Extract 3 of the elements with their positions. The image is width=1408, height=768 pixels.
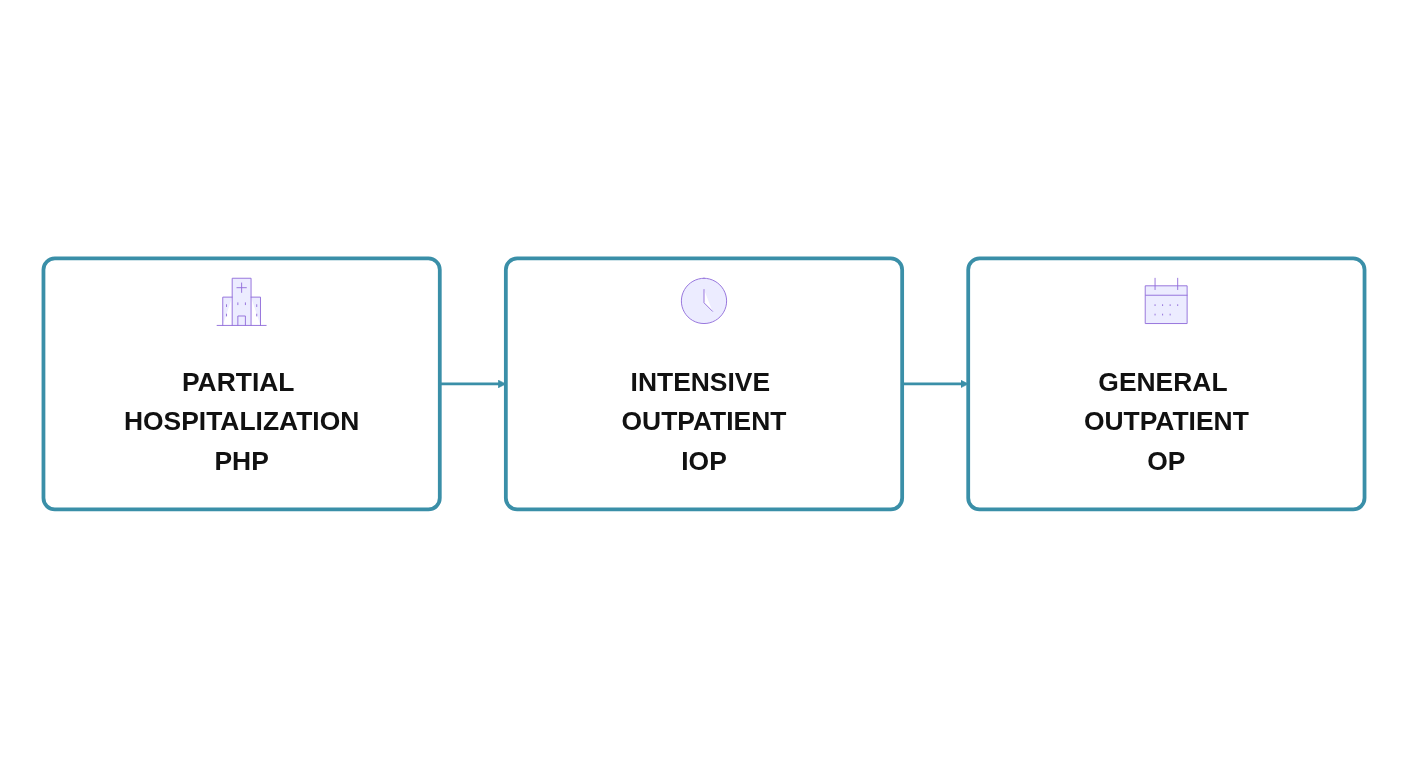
stage-title: PARTIAL HOSPITALIZATION PHP	[122, 366, 361, 478]
stage-title: INTENSIVE OUTPATIENT IOP	[620, 366, 788, 478]
stage-title: GENERAL OUTPATIENT OP	[1082, 366, 1250, 478]
